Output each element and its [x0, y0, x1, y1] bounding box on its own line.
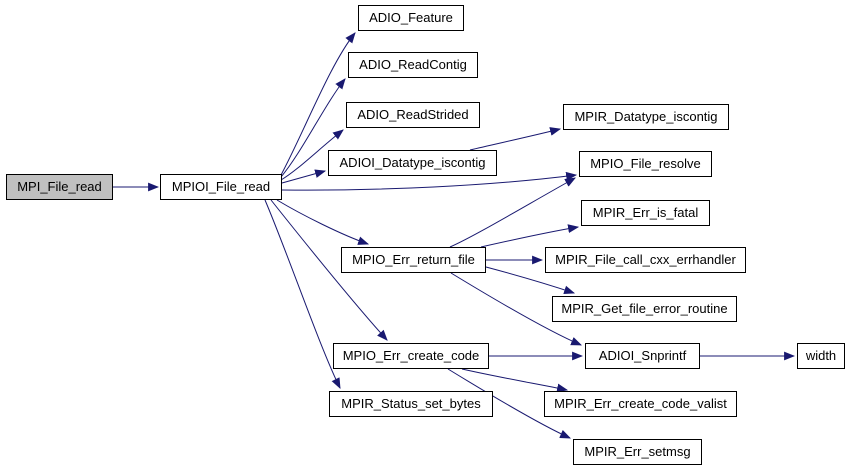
- node-mpio-file-resolve[interactable]: MPIO_File_resolve: [579, 151, 712, 177]
- node-mpi-file-read: MPI_File_read: [6, 174, 113, 200]
- edge-mpio-err-return-file-mpir-err-is-fatal: [480, 224, 580, 248]
- node-mpir-err-is-fatal[interactable]: MPIR_Err_is_fatal: [581, 200, 710, 226]
- node-mpir-status-set-bytes[interactable]: MPIR_Status_set_bytes: [329, 391, 493, 417]
- node-mpir-datatype-iscontig[interactable]: MPIR_Datatype_iscontig: [563, 104, 729, 130]
- edge-mpioi-file-read-mpio-err-create-code: [270, 199, 388, 341]
- edge-mpioi-file-read-adioi-datatype-iscontig: [281, 169, 327, 184]
- edge-mpioi-file-read-adio-feature: [280, 32, 356, 176]
- node-mpio-err-return-file[interactable]: MPIO_Err_return_file: [341, 247, 486, 273]
- node-mpir-file-call-cxx-errhandler[interactable]: MPIR_File_call_cxx_errhandler: [545, 247, 746, 273]
- edge-mpio-err-return-file-mpir-get-file-error-routine: [485, 266, 576, 295]
- edge-mpioi-file-read-mpio-file-resolve: [281, 171, 578, 191]
- edge-mpioi-file-read-adio-readstrided: [280, 129, 344, 181]
- node-mpir-err-create-code-valist[interactable]: MPIR_Err_create_code_valist: [544, 391, 737, 417]
- edge-mpioi-file-read-mpir-status-set-bytes: [264, 199, 341, 389]
- node-mpir-err-setmsg[interactable]: MPIR_Err_setmsg: [573, 439, 702, 465]
- edge-mpioi-file-read-mpio-err-return-file: [276, 199, 370, 245]
- edge-adioi-datatype-iscontig-mpir-datatype-iscontig: [469, 127, 562, 151]
- node-mpir-get-file-error-routine[interactable]: MPIR_Get_file_error_routine: [552, 296, 737, 322]
- node-adio-feature[interactable]: ADIO_Feature: [358, 5, 464, 31]
- node-adio-readcontig[interactable]: ADIO_ReadContig: [348, 52, 478, 78]
- node-mpioi-file-read[interactable]: MPIOI_File_read: [160, 174, 282, 200]
- edge-mpio-err-create-code-mpir-err-setmsg: [447, 368, 572, 439]
- edge-mpio-err-return-file-mpio-file-resolve: [449, 177, 576, 248]
- node-mpio-err-create-code[interactable]: MPIO_Err_create_code: [333, 343, 489, 369]
- node-adio-readstrided[interactable]: ADIO_ReadStrided: [346, 102, 480, 128]
- edge-mpio-err-return-file-adioi-snprintf: [450, 272, 583, 346]
- edge-mpio-err-create-code-mpir-err-create-code-valist: [461, 368, 569, 393]
- edge-mpioi-file-read-adio-readcontig: [280, 78, 346, 178]
- node-width[interactable]: width: [797, 343, 845, 369]
- node-adioi-datatype-iscontig[interactable]: ADIOI_Datatype_iscontig: [328, 150, 497, 176]
- node-adioi-snprintf[interactable]: ADIOI_Snprintf: [585, 343, 700, 369]
